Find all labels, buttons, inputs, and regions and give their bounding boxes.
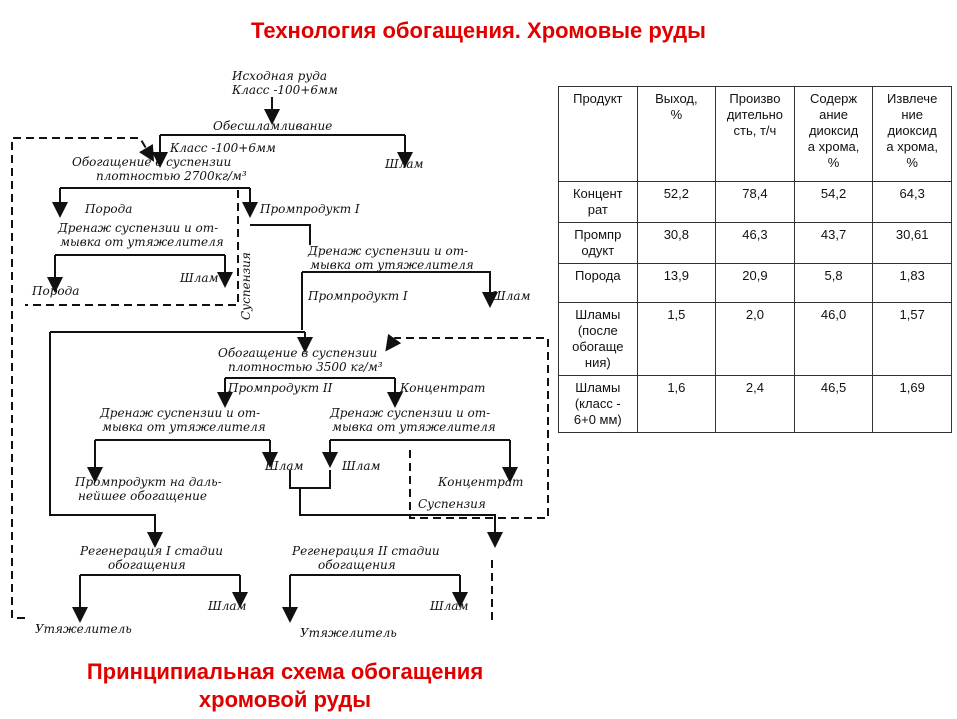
diagram-caption: Принципиальная схема обогащения хромовой… bbox=[30, 658, 540, 714]
cell-yield: 13,9 bbox=[636, 263, 717, 303]
page-title: Технология обогащения. Хромовые руды bbox=[251, 18, 706, 43]
middling2-label: Промпродукт II bbox=[227, 381, 333, 395]
middling-further-label-1: Промпродукт на даль- bbox=[74, 475, 222, 489]
cell-recovery: 30,61 bbox=[872, 222, 952, 264]
cell-recovery: 1,69 bbox=[872, 375, 952, 433]
regen1-label-1: Регенерация I стадии bbox=[79, 544, 223, 558]
input-label-1: Исходная руда bbox=[231, 69, 327, 83]
suspension1-label-2: плотностью 2700кг/м³ bbox=[96, 169, 247, 183]
drain4-label-1: Дренаж суспензии и от- bbox=[329, 406, 490, 420]
weighter2-label: Утяжелитель bbox=[300, 626, 397, 640]
drain3-label-2: мывка от утяжелителя bbox=[102, 420, 266, 434]
cell-capacity: 78,4 bbox=[715, 181, 795, 223]
rock1-label: Порода bbox=[84, 202, 132, 216]
cell-content: 54,2 bbox=[793, 181, 874, 223]
suspension2-label-1: Обогащение в суспензии bbox=[218, 346, 377, 360]
concentrate-label: Концентрат bbox=[399, 381, 485, 395]
middling1-label: Промпродукт I bbox=[259, 202, 360, 216]
caption-line-1: Принципиальная схема обогащения bbox=[86, 659, 484, 684]
suspension-label-1: Суспензия bbox=[239, 252, 253, 320]
drain4-label-2: мывка от утяжелителя bbox=[332, 420, 496, 434]
middling-further-label-2: нейшее обогащение bbox=[78, 489, 207, 503]
slime1-label: Шлам bbox=[179, 271, 218, 285]
header-product: Продукт bbox=[558, 86, 638, 182]
weighter1-label: Утяжелитель bbox=[35, 622, 132, 636]
table-row: Шламы(класс -6+0 мм) 1,6 2,4 46,5 1,69 bbox=[558, 375, 952, 433]
suspension2-label-2: плотностью 3500 кг/м³ bbox=[228, 360, 383, 374]
rock2-label: Порода bbox=[31, 284, 79, 298]
desliming-label: Обесшламливание bbox=[213, 119, 332, 133]
cell-yield: 30,8 bbox=[636, 222, 717, 264]
slime6-label: Шлам bbox=[429, 599, 468, 613]
cell-recovery: 1,57 bbox=[872, 302, 952, 376]
suspension-label-2: Суспензия bbox=[418, 497, 486, 511]
cell-capacity: 2,4 bbox=[715, 375, 795, 433]
drain1-label-2: мывка от утяжелителя bbox=[60, 235, 224, 249]
flow-lines bbox=[47, 97, 518, 623]
cell-yield: 52,2 bbox=[636, 181, 717, 223]
table-row: Порода 13,9 20,9 5,8 1,83 bbox=[558, 263, 952, 303]
slime5-label: Шлам bbox=[207, 599, 246, 613]
suspension1-label-1: Обогащение в суспензии bbox=[72, 155, 231, 169]
slime3-label: Шлам bbox=[264, 459, 303, 473]
drain3-label-1: Дренаж суспензии и от- bbox=[99, 406, 260, 420]
cell-capacity: 20,9 bbox=[715, 263, 795, 303]
cell-product: Шламы(класс -6+0 мм) bbox=[558, 375, 638, 433]
cell-yield: 1,5 bbox=[636, 302, 717, 376]
cell-capacity: 2,0 bbox=[715, 302, 795, 376]
slime4-label: Шлам bbox=[341, 459, 380, 473]
flow-dashed-lines bbox=[11, 137, 549, 620]
cell-recovery: 1,83 bbox=[872, 263, 952, 303]
cell-recovery: 64,3 bbox=[872, 181, 952, 223]
slime-top-label: Шлам bbox=[384, 157, 423, 171]
class-label: Класс -100+6мм bbox=[169, 141, 276, 155]
flowchart: Исходная руда Класс -100+6мм Обесшламлив… bbox=[11, 69, 549, 640]
cell-product: Порода bbox=[558, 263, 638, 303]
cell-content: 5,8 bbox=[793, 263, 874, 303]
cell-yield: 1,6 bbox=[636, 375, 717, 433]
cell-content: 46,5 bbox=[793, 375, 874, 433]
flow-labels: Исходная руда Класс -100+6мм Обесшламлив… bbox=[31, 69, 530, 640]
regen1-label-2: обогащения bbox=[108, 558, 186, 572]
cell-capacity: 46,3 bbox=[715, 222, 795, 264]
cell-content: 46,0 bbox=[793, 302, 874, 376]
input-label-2: Класс -100+6мм bbox=[231, 83, 338, 97]
concentrate2-label: Концентрат bbox=[437, 475, 523, 489]
drain2-label-1: Дренаж суспензии и от- bbox=[307, 244, 468, 258]
middling1b-label: Промпродукт I bbox=[307, 289, 408, 303]
slime2-label: Шлам bbox=[491, 289, 530, 303]
drain1-label-1: Дренаж суспензии и от- bbox=[57, 221, 218, 235]
drain2-label-2: мывка от утяжелителя bbox=[310, 258, 474, 272]
regen2-label-1: Регенерация II стадии bbox=[291, 544, 440, 558]
header-yield: Выход,% bbox=[636, 86, 717, 182]
caption-line-2: хромовой руды bbox=[198, 687, 372, 712]
cell-content: 43,7 bbox=[793, 222, 874, 264]
regen2-label-2: обогащения bbox=[318, 558, 396, 572]
